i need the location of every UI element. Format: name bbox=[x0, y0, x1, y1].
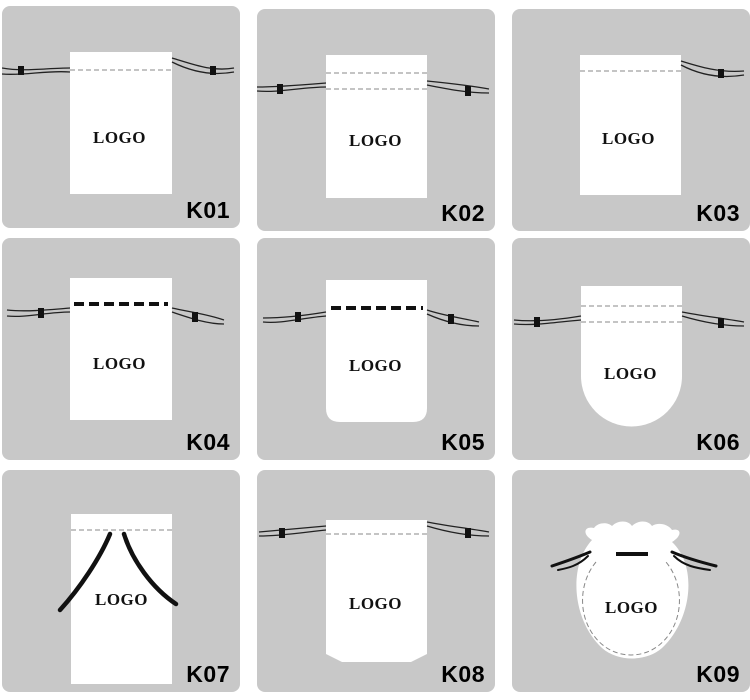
logo-placeholder: LOGO bbox=[93, 128, 147, 147]
bag-illustration-k02 bbox=[257, 55, 490, 198]
bag-tile-k02[interactable]: LOGO K02 bbox=[257, 9, 495, 231]
product-code: K04 bbox=[186, 429, 230, 455]
bag-illustration-k09 bbox=[550, 521, 718, 659]
bag-illustration-k06 bbox=[513, 286, 745, 427]
product-code: K01 bbox=[186, 197, 230, 223]
product-code: K03 bbox=[696, 200, 740, 226]
bag-tile-k01[interactable]: LOGO K01 bbox=[2, 6, 240, 228]
product-code: K09 bbox=[696, 661, 740, 687]
logo-placeholder: LOGO bbox=[605, 598, 659, 617]
bag-tile-k08[interactable]: LOGO K08 bbox=[257, 470, 495, 692]
logo-placeholder: LOGO bbox=[604, 364, 658, 383]
logo-placeholder: LOGO bbox=[349, 356, 403, 375]
product-code: K07 bbox=[186, 661, 230, 687]
product-code: K05 bbox=[441, 429, 485, 455]
bag-illustration-k01 bbox=[2, 52, 235, 194]
product-code: K08 bbox=[441, 661, 485, 687]
bag-tile-k04[interactable]: LOGO K04 bbox=[2, 238, 240, 460]
bag-tile-k09[interactable]: LOGO K09 bbox=[512, 470, 750, 692]
product-code: K02 bbox=[441, 200, 485, 226]
bag-illustration-k03 bbox=[580, 55, 745, 195]
bag-tile-k07[interactable]: LOGO K07 bbox=[2, 470, 240, 692]
bag-illustration-k04 bbox=[6, 278, 225, 420]
bag-illustration-k08 bbox=[258, 520, 490, 662]
bag-tile-k03[interactable]: LOGO K03 bbox=[512, 9, 750, 231]
logo-placeholder: LOGO bbox=[349, 594, 403, 613]
logo-placeholder: LOGO bbox=[93, 354, 147, 373]
bag-illustration-k05 bbox=[262, 280, 480, 422]
product-code: K06 bbox=[696, 429, 740, 455]
bag-tile-k05[interactable]: LOGO K05 bbox=[257, 238, 495, 460]
logo-placeholder: LOGO bbox=[349, 131, 403, 150]
logo-placeholder: LOGO bbox=[95, 590, 149, 609]
logo-placeholder: LOGO bbox=[602, 129, 656, 148]
bag-illustration-k07 bbox=[57, 514, 179, 684]
bag-tile-k06[interactable]: LOGO K06 bbox=[512, 238, 750, 460]
